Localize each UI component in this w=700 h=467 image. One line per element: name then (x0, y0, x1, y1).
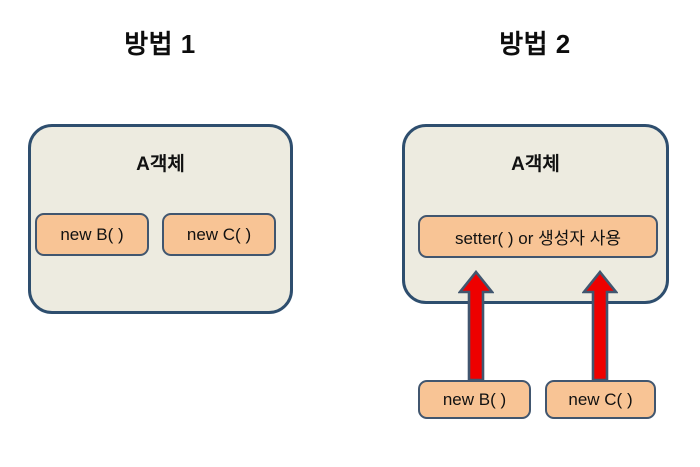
method2-container-title: A객체 (511, 154, 560, 175)
method2-node-setter-or-constructor: setter( ) or 생성자 사용 (418, 215, 658, 258)
method1-object-container: A객체 new B( ) new C( ) (28, 124, 293, 314)
method2-external-node-new-c: new C( ) (545, 380, 656, 419)
method1-container-title: A객체 (136, 154, 185, 175)
up-arrow-icon-from-new-b (458, 270, 494, 382)
method2-external-node-new-b: new B( ) (418, 380, 531, 419)
section-title-method1: 방법 1 (124, 29, 196, 59)
method2-object-container: A객체 setter( ) or 생성자 사용 (402, 124, 669, 304)
section-title-method2: 방법 2 (499, 29, 571, 59)
method1-node-new-c: new C( ) (162, 213, 276, 256)
up-arrow-icon-from-new-c (582, 270, 618, 382)
method1-node-new-b: new B( ) (35, 213, 149, 256)
